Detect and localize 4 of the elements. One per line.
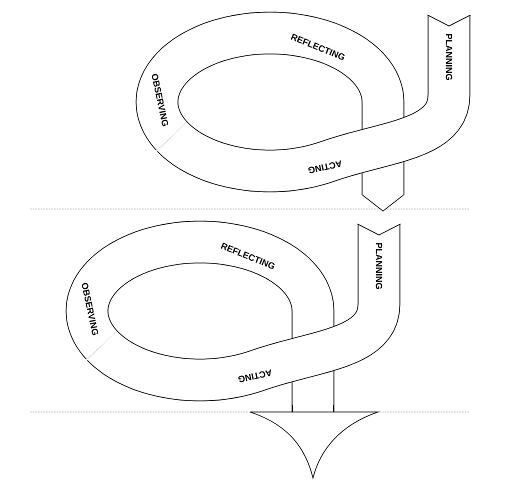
band-label: ACTING <box>308 160 341 174</box>
band-label: ACTING <box>238 369 271 382</box>
band-label: PLANNING <box>376 243 382 289</box>
band-label: PLANNING <box>446 34 452 80</box>
